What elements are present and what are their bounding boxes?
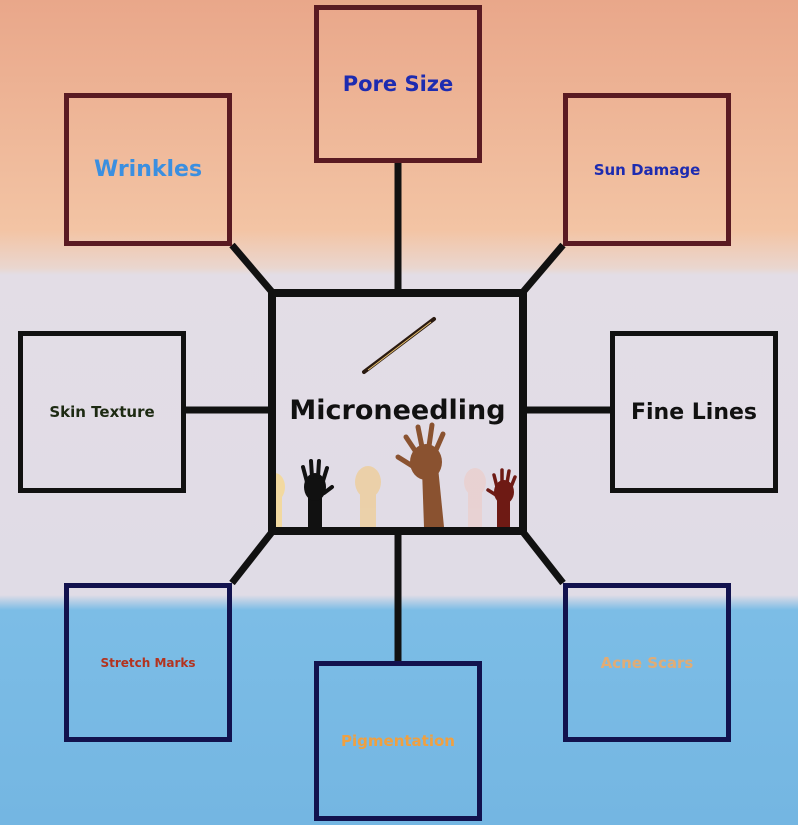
node-wrinkles: Wrinkles	[64, 93, 232, 246]
hand-icon	[355, 466, 381, 527]
raised-hands-illustration	[276, 422, 517, 527]
node-pore-size: Pore Size	[314, 5, 482, 163]
node-skin-texture: Skin Texture	[18, 331, 186, 493]
node-label: Skin Texture	[49, 403, 155, 421]
node-fine-lines: Fine Lines	[610, 331, 778, 493]
connector-stretch-marks	[229, 529, 275, 586]
hand-icon	[395, 422, 446, 527]
connector-sun-damage	[520, 242, 566, 295]
node-label: Sun Damage	[593, 160, 701, 179]
node-stretch-marks: Stretch Marks	[64, 583, 232, 742]
node-pigmentation: Pigmentation	[314, 661, 482, 821]
node-sun-damage: Sun Damage	[563, 93, 731, 246]
connector-acne-scars	[520, 529, 566, 586]
node-label: Stretch Marks	[100, 655, 196, 670]
node-label: Wrinkles	[93, 157, 203, 182]
connector-wrinkles	[229, 242, 275, 295]
center-label: Microneedling	[289, 395, 506, 426]
center-node-microneedling: Microneedling	[268, 289, 527, 535]
node-label: Pigmentation	[341, 732, 455, 750]
hand-icon	[486, 468, 517, 527]
node-label: Pore Size	[342, 72, 454, 96]
hand-icon	[276, 473, 285, 527]
node-acne-scars: Acne Scars	[563, 583, 731, 742]
node-label: Fine Lines	[630, 399, 758, 425]
needle-icon	[362, 317, 436, 374]
hand-icon	[464, 468, 486, 527]
hand-icon	[301, 459, 334, 527]
node-label: Acne Scars	[600, 653, 694, 672]
